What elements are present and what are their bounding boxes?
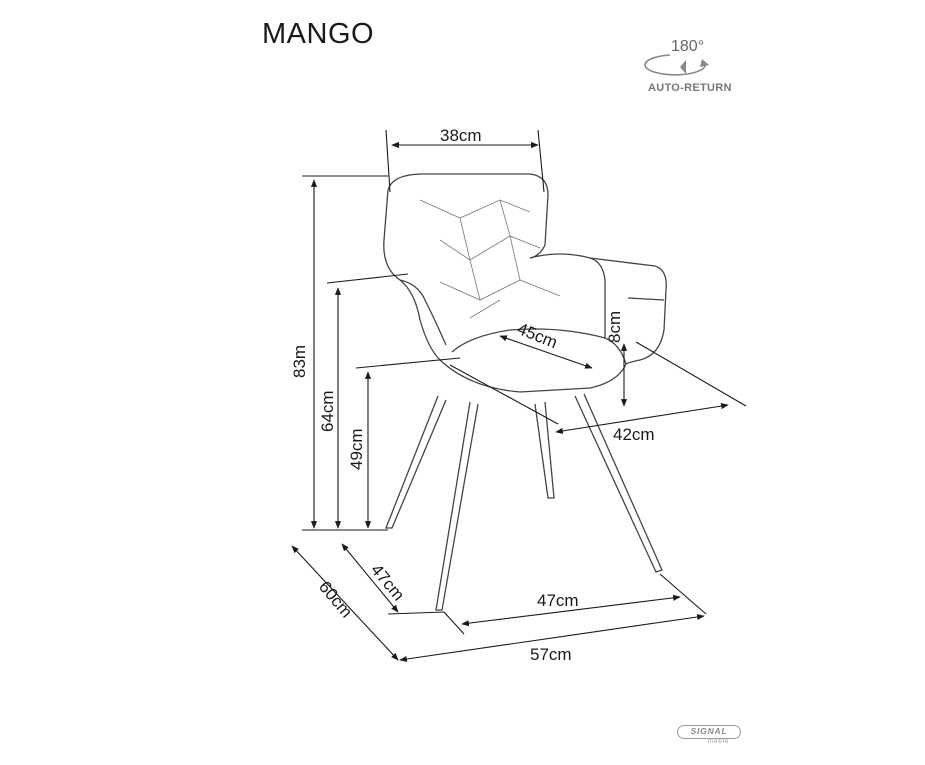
rotation-label: AUTO-RETURN [648,82,732,94]
brand-subtitle: meble [708,739,730,745]
label-total-depth: 60cm [315,577,356,621]
dimension-lines [291,129,747,663]
rotation-degrees: 180° [671,38,705,55]
label-total-width: 57cm [530,645,572,664]
label-leg-width: 47cm [537,591,579,610]
label-total-height: 83m [290,345,309,378]
label-seat-depth: 45cm [515,319,561,352]
label-seat-height: 49cm [347,428,366,470]
label-armrest-thickness: 8cm [605,311,624,343]
rotate-arrows-icon [644,54,709,76]
label-top-width: 38cm [440,126,482,145]
product-title: MANGO [262,18,375,50]
label-armrest-height: 64cm [318,390,337,432]
chair-outline [383,173,667,611]
label-arm-depth: 42cm [613,425,655,444]
brand-logo: SIGNAL [677,725,741,739]
